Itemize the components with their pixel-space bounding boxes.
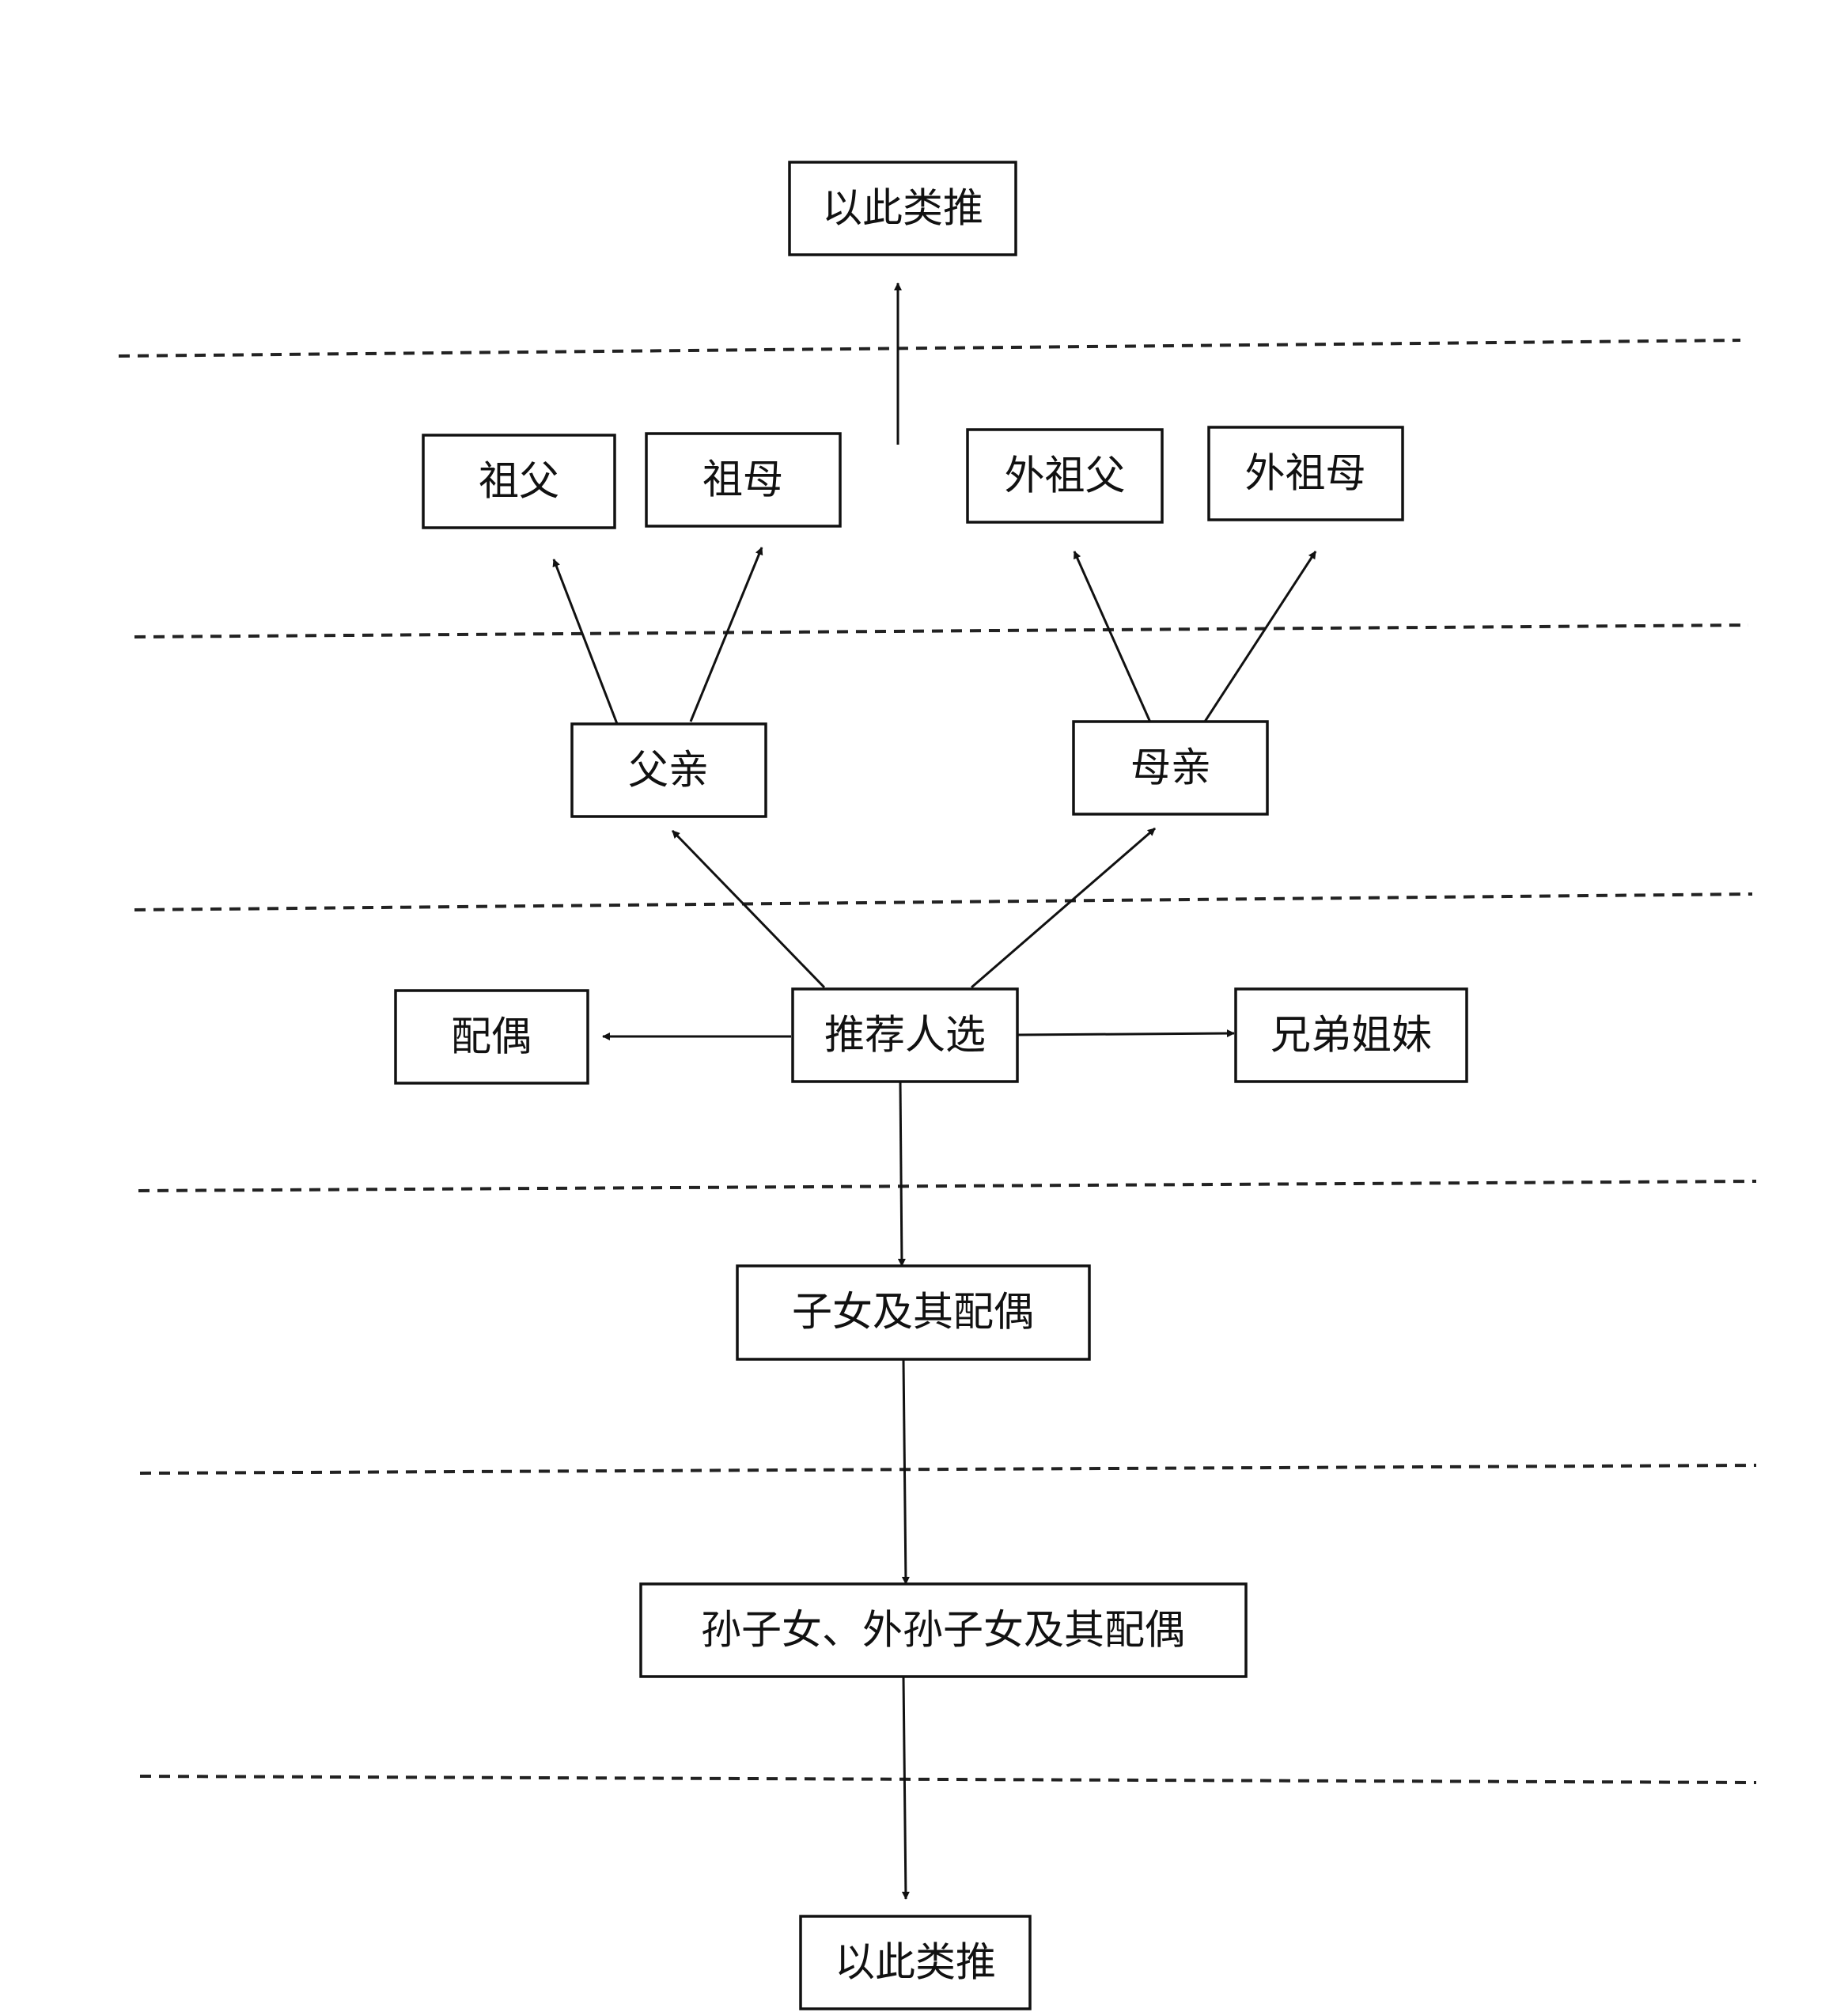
node-maternal-grandfather-label: 外祖父	[1004, 453, 1125, 500]
arrow-grandchildren-to-more	[901, 1675, 910, 1900]
arrow-mother-to-maternal-grandfather	[1073, 551, 1153, 725]
node-top-more-label: 以此类推	[822, 186, 983, 233]
generation-divider	[139, 1775, 1757, 1784]
node-bottom-more-label: 以此类推	[835, 1940, 996, 1987]
arrow-father-to-grandfather	[552, 559, 620, 729]
arrow-children-to-grandchildren	[901, 1358, 910, 1585]
node-children: 子女及其配偶	[736, 1264, 1091, 1361]
node-siblings-label: 兄弟姐妹	[1270, 1013, 1432, 1059]
node-grandfather: 祖父	[422, 434, 616, 529]
node-grandmother: 祖母	[645, 432, 842, 528]
node-grandchildren-label: 孙子女、外孙子女及其配偶	[701, 1608, 1185, 1654]
node-maternal-grandmother-label: 外祖母	[1244, 451, 1365, 498]
arrow-candidate-to-siblings	[1017, 1029, 1235, 1038]
node-maternal-grandfather: 外祖父	[966, 428, 1164, 524]
node-bottom-more: 以此类推	[799, 1915, 1032, 2010]
node-maternal-grandmother: 外祖母	[1207, 426, 1404, 521]
node-father: 父亲	[570, 722, 767, 818]
node-spouse-label: 配偶	[451, 1014, 532, 1061]
node-grandfather-label: 祖父	[479, 459, 559, 506]
node-top-more: 以此类推	[788, 161, 1017, 256]
generation-divider	[118, 339, 1741, 358]
arrow-father-to-grandmother	[689, 547, 763, 722]
generation-divider	[134, 892, 1753, 911]
node-candidate: 推荐人选	[791, 987, 1019, 1083]
node-siblings: 兄弟姐妹	[1234, 987, 1468, 1083]
generation-divider	[134, 623, 1749, 638]
node-spouse: 配偶	[394, 989, 589, 1085]
arrow-mother-to-maternal-grandmother	[1203, 551, 1317, 722]
node-mother-label: 母亲	[1130, 745, 1211, 792]
node-mother: 母亲	[1072, 720, 1269, 816]
node-grandmother-label: 祖母	[702, 457, 783, 504]
arrows	[552, 282, 1317, 1900]
arrow-candidate-to-father	[671, 829, 826, 989]
arrow-candidate-to-mother	[971, 827, 1156, 989]
arrow-candidate-to-children	[897, 1081, 906, 1267]
node-candidate-label: 推荐人选	[824, 1013, 986, 1059]
node-father-label: 父亲	[628, 748, 709, 794]
generation-divider	[138, 1180, 1757, 1192]
node-grandchildren: 孙子女、外孙子女及其配偶	[639, 1582, 1248, 1678]
node-children-label: 子女及其配偶	[792, 1290, 1034, 1336]
generation-divider	[139, 1464, 1757, 1475]
